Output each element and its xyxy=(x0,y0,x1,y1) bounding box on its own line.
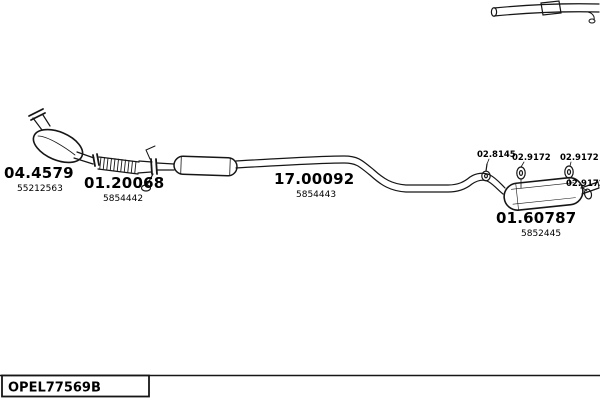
exhaust-diagram-drawing xyxy=(28,0,600,211)
part-number-rear-silencer: 01.60787 xyxy=(496,209,576,227)
resonator-drawing xyxy=(173,155,238,177)
rubber-mount-1-drawing xyxy=(516,161,526,189)
hanger-bracket-drawing xyxy=(481,158,491,182)
drawing-code-box xyxy=(1,374,150,398)
part-number-center-pipe: 17.00092 xyxy=(274,170,354,188)
part-number-flex-pipe: 01.20068 xyxy=(84,174,164,192)
part-number-catalytic-converter: 04.4579 xyxy=(4,164,74,182)
flex-joint-hanger-drawing xyxy=(137,145,175,192)
ref-number-center-pipe: 5854443 xyxy=(296,190,336,200)
ref-number-flex-pipe: 5854442 xyxy=(103,194,143,204)
footer: OPEL77569B xyxy=(0,374,600,398)
part-number-rubber-mount-3: 02.9172 xyxy=(566,179,600,189)
part-number-rubber-mount-1: 02.9172 xyxy=(512,153,551,163)
part-labels: 04.4579 55212563 01.20068 5854442 17.000… xyxy=(4,150,600,239)
ref-number-rear-silencer: 5852445 xyxy=(521,229,561,239)
rubber-mount-3-drawing xyxy=(582,187,593,200)
ref-number-catalytic-converter: 55212563 xyxy=(17,184,63,194)
part-number-hanger-bracket: 02.8145 xyxy=(477,150,516,160)
flex-pipe-drawing xyxy=(97,156,140,175)
tailpipe-tip-drawing xyxy=(490,0,600,24)
catalytic-converter-drawing xyxy=(28,108,100,167)
drawing-code: OPEL77569B xyxy=(8,381,101,396)
part-number-rubber-mount-2: 02.9172 xyxy=(560,153,599,163)
